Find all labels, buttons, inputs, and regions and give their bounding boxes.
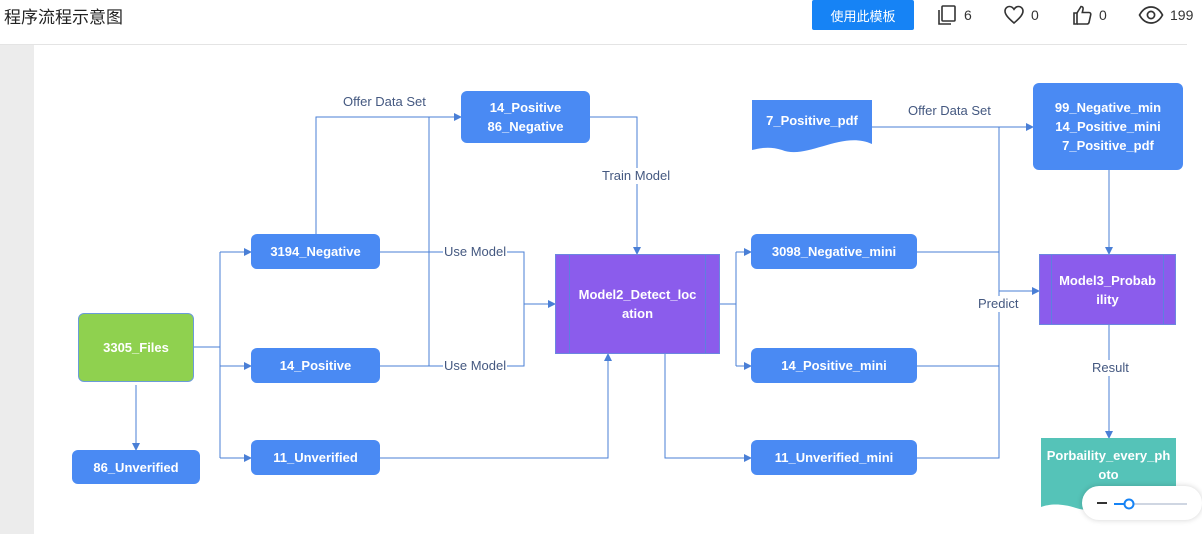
node-3305-files[interactable]: 3305_Files xyxy=(78,313,194,382)
node-model2-detect-location[interactable]: Model2_Detect_location xyxy=(555,254,720,354)
process-bar-left xyxy=(1051,255,1052,324)
zoom-slider-handle[interactable] xyxy=(1123,498,1135,510)
node-label-line-1: 14_Positive xyxy=(489,100,562,115)
edge-negative-offer-data-set xyxy=(315,113,462,234)
node-label: 3305_Files xyxy=(103,340,169,355)
heart-icon xyxy=(1004,5,1024,25)
node-label-line-2: 14_Positive_mini xyxy=(1055,119,1161,134)
diagram-canvas[interactable]: Offer Data Set Train Model Use Model Use… xyxy=(34,45,1187,534)
node-label: 7_Positive_pdf xyxy=(766,113,858,128)
node-offer-set-right[interactable]: 99_Negative_min 14_Positive_mini 7_Posit… xyxy=(1033,83,1183,170)
top-bar: 程序流程示意图 使用此模板 6 0 0 199 xyxy=(0,0,1193,45)
favorite-count: 0 xyxy=(1031,7,1039,23)
edge-label-use-model-2: Use Model xyxy=(443,358,508,374)
node-offer-set-left[interactable]: 14_Positive 86_Negative xyxy=(461,91,590,143)
node-label: Model2_Detect_location xyxy=(578,287,697,321)
edge-train-model xyxy=(589,116,641,255)
edge-label-use-model-1: Use Model xyxy=(443,244,508,260)
copy-count: 6 xyxy=(964,7,972,23)
edge-positive-use-model xyxy=(429,304,525,367)
like-count: 0 xyxy=(1099,7,1107,23)
eye-icon xyxy=(1138,6,1164,24)
edge-label-train-model: Train Model xyxy=(601,168,672,184)
node-11-unverified[interactable]: 11_Unverified xyxy=(251,440,380,475)
node-label: 11_Unverified_mini xyxy=(774,450,894,465)
view-stat: 199 xyxy=(1138,4,1193,26)
zoom-control[interactable] xyxy=(1082,486,1202,520)
process-bar-left xyxy=(569,255,570,353)
favorite-stat[interactable]: 0 xyxy=(1003,4,1039,26)
copy-icon xyxy=(938,5,956,25)
node-label: 14_Positive_mini xyxy=(781,358,887,373)
node-3098-negative-mini[interactable]: 3098_Negative_mini xyxy=(751,234,917,269)
node-label: 86_Unverified xyxy=(93,459,179,475)
node-label: 14_Positive xyxy=(279,358,352,373)
edge-label-offer-data-set-left: Offer Data Set xyxy=(342,94,427,110)
node-86-unverified[interactable]: 86_Unverified xyxy=(72,450,200,484)
edge-model2-to-unverified-mini xyxy=(664,354,752,462)
node-3194-negative[interactable]: 3194_Negative xyxy=(251,234,380,269)
edge-label-predict: Predict xyxy=(977,296,1020,312)
node-label: Model3_Probability xyxy=(1059,272,1156,307)
edge-negative-mini-predict xyxy=(917,251,1040,295)
edge-positive-offer-data-set xyxy=(380,117,430,367)
like-stat[interactable]: 0 xyxy=(1071,4,1107,26)
left-gutter xyxy=(0,45,34,534)
node-14-positive-mini[interactable]: 14_Positive_mini xyxy=(751,348,917,383)
thumbs-up-icon xyxy=(1073,5,1092,25)
node-label: Porbaility_every_photo xyxy=(1046,448,1171,482)
edge-model2-trunk xyxy=(720,252,737,366)
edge-files-trunk xyxy=(194,252,221,458)
edge-unverified-mini-predict xyxy=(917,291,1000,459)
node-label-line-3: 7_Positive_pdf xyxy=(1062,138,1154,153)
node-label-line-1: 99_Negative_min xyxy=(1054,100,1162,115)
node-label: 3098_Negative_mini xyxy=(771,244,897,259)
view-count: 199 xyxy=(1170,7,1194,23)
node-7-positive-pdf[interactable]: 7_Positive_pdf xyxy=(752,100,872,153)
node-11-unverified-mini[interactable]: 11_Unverified_mini xyxy=(751,440,917,475)
connector-layer xyxy=(132,113,1113,462)
page-title: 程序流程示意图 xyxy=(4,8,123,28)
edge-label-offer-data-set-right: Offer Data Set xyxy=(907,103,992,119)
zoom-slider[interactable] xyxy=(1082,486,1187,520)
node-label: 11_Unverified xyxy=(273,450,358,465)
copy-stat[interactable]: 6 xyxy=(936,4,972,26)
node-label: 3194_Negative xyxy=(270,244,361,259)
node-model3-probability[interactable]: Model3_Probability xyxy=(1039,254,1176,325)
process-bar-right xyxy=(1163,255,1164,324)
edge-label-result: Result xyxy=(1091,360,1130,376)
edge-unverified-to-model2 xyxy=(380,353,612,459)
node-14-positive[interactable]: 14_Positive xyxy=(251,348,380,383)
use-template-button[interactable]: 使用此模板 xyxy=(812,0,914,30)
document-shape xyxy=(752,100,872,153)
node-label-line-2: 86_Negative xyxy=(487,119,564,134)
process-bar-right xyxy=(705,255,706,353)
